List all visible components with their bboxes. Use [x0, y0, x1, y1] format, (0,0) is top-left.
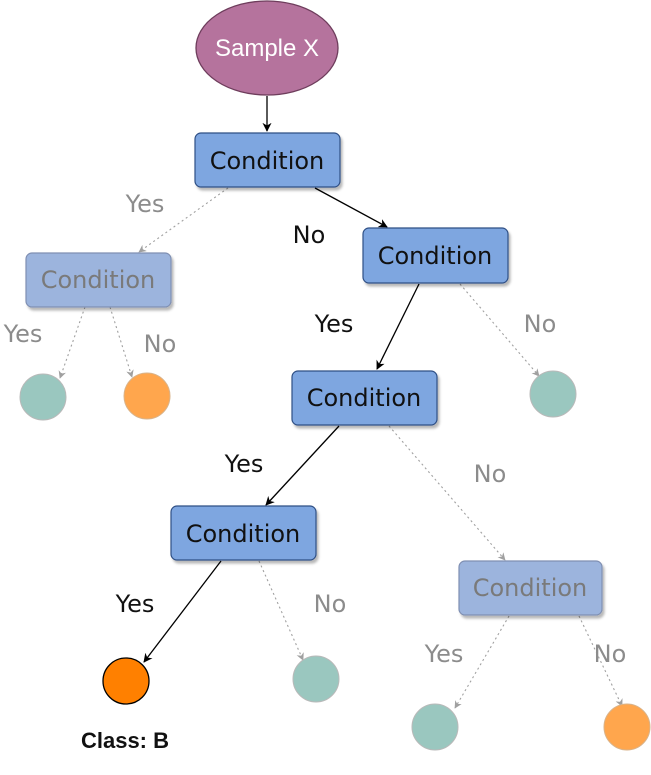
- condition-box: [194, 132, 341, 188]
- condition-node-n4: Condition: [291, 370, 438, 426]
- edge-label-n5-no: No: [314, 590, 347, 618]
- condition-label: Condition: [307, 384, 422, 412]
- condition-node-n5: Condition: [170, 505, 317, 561]
- edge-n3-no: [459, 283, 540, 377]
- leaf-n3-no: [529, 370, 577, 418]
- edge-labels: Yes No Yes No Yes No Yes No Yes No Yes N…: [3, 190, 627, 668]
- leaf-n6-no: [603, 703, 651, 751]
- leaf-n5-yes-class-b: [102, 657, 150, 705]
- edge-label-n6-no: No: [594, 640, 627, 668]
- edge-label-n5-yes: Yes: [115, 590, 155, 618]
- condition-box: [25, 252, 172, 308]
- edge-n4-no: [388, 425, 506, 561]
- root-node: Sample X: [195, 0, 339, 96]
- leaf-n2-no: [123, 372, 171, 420]
- edge-n3-yes: [376, 283, 420, 370]
- edge-n2-no: [109, 306, 134, 378]
- edge-label-n6-yes: Yes: [424, 640, 464, 668]
- condition-node-n3: Condition: [362, 227, 509, 284]
- root-label: Sample X: [215, 35, 319, 62]
- condition-label: Condition: [41, 266, 156, 294]
- edge-label-n2-yes: Yes: [3, 320, 43, 348]
- condition-label: Condition: [186, 520, 301, 548]
- edge-n5-yes: [143, 560, 222, 663]
- condition-label: Condition: [378, 242, 493, 270]
- result-class-label: Class: B: [81, 728, 169, 753]
- edge-label-n2-no: No: [144, 330, 177, 358]
- leaf-nodes: [19, 370, 651, 751]
- edge-n1-yes: [138, 187, 229, 253]
- edge-n6-no: [578, 615, 623, 707]
- condition-box: [362, 227, 509, 284]
- edge-label-n3-no: No: [524, 310, 557, 338]
- condition-node-n6: Condition: [458, 560, 603, 616]
- edge-n5-no: [258, 560, 304, 661]
- leaf-n5-no: [292, 655, 340, 703]
- edge-label-n3-yes: Yes: [314, 310, 354, 338]
- edges: [58, 96, 623, 709]
- edge-label-n4-no: No: [474, 460, 507, 488]
- condition-node-n1: Condition: [194, 132, 341, 188]
- edge-n1-no: [314, 187, 388, 228]
- condition-box: [170, 505, 317, 561]
- condition-label: Condition: [210, 147, 325, 175]
- edge-n4-yes: [265, 425, 340, 506]
- condition-label: Condition: [473, 574, 588, 602]
- edge-label-n1-no: No: [293, 221, 326, 249]
- condition-box: [458, 560, 603, 616]
- condition-node-n2: Condition: [25, 252, 172, 308]
- leaf-n2-yes: [19, 373, 67, 421]
- condition-box: [291, 370, 438, 426]
- edge-label-n4-yes: Yes: [224, 450, 264, 478]
- root-ellipse: [195, 0, 339, 96]
- leaf-n6-yes: [411, 703, 459, 751]
- edge-label-n1-yes: Yes: [125, 190, 165, 218]
- edge-n2-yes: [58, 306, 86, 379]
